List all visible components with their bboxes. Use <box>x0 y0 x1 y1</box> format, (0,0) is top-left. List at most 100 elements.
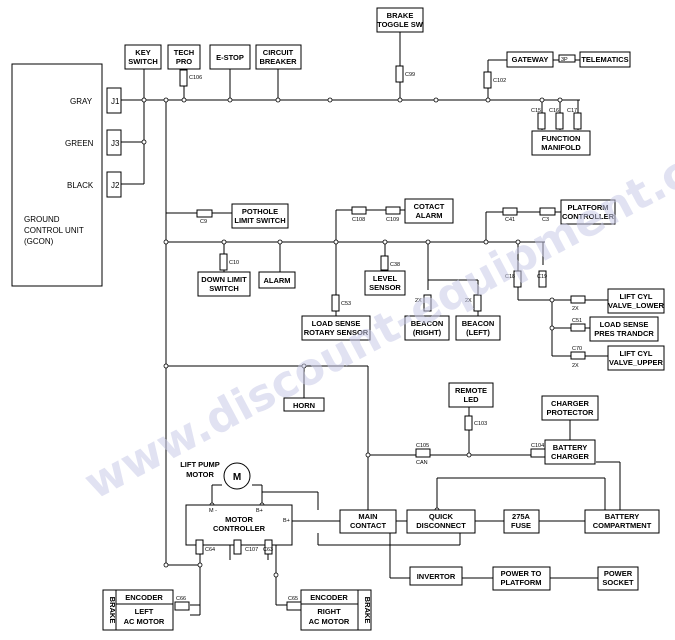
junction-dots <box>141 97 563 578</box>
right-ac-motor-label: RIGHT <box>317 607 341 616</box>
connector-label: C99 <box>405 72 415 78</box>
left-encoder-label: ENCODER <box>125 593 163 602</box>
connector-block <box>573 112 582 130</box>
load-sense-pres-box <box>589 316 659 342</box>
gcon-title-line: (GCON) <box>24 237 54 246</box>
beacon-right-label: (RIGHT) <box>413 328 442 337</box>
terminal-label: 2X <box>465 298 472 304</box>
remote-led-box <box>448 382 494 408</box>
platform-controller-label: PLATFORM <box>567 203 608 212</box>
connector-block <box>530 448 546 458</box>
terminal-label: 2X <box>415 298 422 304</box>
connector-block <box>286 601 302 611</box>
connector-j1 <box>106 87 122 114</box>
fuse-box <box>503 509 540 534</box>
connector-block <box>385 206 401 215</box>
beacon-left-label: (LEFT) <box>466 328 490 337</box>
remote-led-label: LED <box>464 395 480 404</box>
telematics-box <box>579 51 631 68</box>
gcon-unit: GRAY J1 GREEN J3 BLACK J2 GROUND CONTROL… <box>11 63 122 287</box>
power-to-platform-label: POWER TO <box>501 569 542 578</box>
lift-cyl-lower-box <box>607 288 665 314</box>
motor-symbol-label: M <box>233 472 241 483</box>
load-sense-rotary-label: ROTARY SENSOR <box>304 328 369 337</box>
circuit-breaker-label: BREAKER <box>259 57 297 66</box>
gcon-row-color: GRAY <box>70 97 93 106</box>
connector-label: C65 <box>288 596 298 602</box>
gcon-title-line: CONTROL UNIT <box>24 226 84 235</box>
connector-label: C70 <box>572 346 582 352</box>
connector-block <box>570 351 586 360</box>
down-limit-label: SWITCH <box>209 284 239 293</box>
invertor-label: INVERTOR <box>417 572 456 581</box>
battery-compartment-box <box>584 509 660 534</box>
lift-cyl-upper-label: LIFT CYL <box>620 349 653 358</box>
connector-block <box>195 539 204 555</box>
connector-label: C16 <box>549 108 559 114</box>
invertor-box <box>409 566 463 586</box>
connector-block <box>502 207 518 216</box>
lift-pump-motor-label: LIFT PUMP <box>180 460 220 469</box>
fuse-label: FUSE <box>511 521 531 530</box>
connector-block <box>395 65 404 83</box>
connector-block <box>351 206 367 215</box>
load-sense-pres-label: PRES TRANDCR <box>594 329 654 338</box>
right-ac-motor-label: AC MOTOR <box>309 617 350 626</box>
cotact-alarm-label: ALARM <box>415 211 442 220</box>
motor-controller-label: MOTOR <box>225 515 253 524</box>
tech-pro-label: TECH <box>174 48 194 57</box>
level-sensor-label: LEVEL <box>373 274 398 283</box>
charger-protector-label: PROTECTOR <box>547 408 595 417</box>
key-switch-box <box>124 44 162 70</box>
cotact-alarm-box <box>404 198 454 224</box>
function-manifold-label: FUNCTION <box>542 134 581 143</box>
terminal-label: 2X <box>572 363 579 369</box>
beacon-right-label: BEACON <box>411 319 444 328</box>
load-sense-rotary-label: LOAD SENSE <box>312 319 361 328</box>
power-to-platform-box <box>492 566 551 591</box>
connector-block <box>219 253 228 271</box>
terminal-label: 3P <box>561 57 568 63</box>
beacon-left-box <box>455 315 501 341</box>
connector-label: C103 <box>474 421 487 427</box>
gcon-row-connector: J2 <box>111 181 120 190</box>
connector-label: C15 <box>531 108 541 114</box>
platform-controller-box <box>560 199 616 225</box>
battery-charger-label: BATTERY <box>553 443 588 452</box>
connector-block <box>423 294 432 312</box>
motor-controller-label: CONTROLLER <box>213 524 266 533</box>
connector-label: C106 <box>189 75 202 81</box>
connector-block <box>539 207 556 216</box>
battery-charger-label: CHARGER <box>551 452 590 461</box>
connector-label: C51 <box>572 318 582 324</box>
connector-j2 <box>106 171 122 198</box>
alarm-label: ALARM <box>263 276 290 285</box>
fuse-label: 275A <box>512 512 531 521</box>
quick-disconnect-label: QUICK <box>429 512 454 521</box>
connector-block <box>473 294 482 312</box>
motor-symbol <box>223 462 251 490</box>
connector-labels: C106 C99 C102 C15 C16 C17 3P C9 C108 C10… <box>176 57 582 602</box>
connector-label: C109 <box>386 217 399 223</box>
left-ac-motor-box <box>115 603 174 631</box>
connector-j3 <box>106 129 122 156</box>
left-brake-label: BRAKE <box>108 597 117 624</box>
quick-disconnect-box <box>406 509 476 534</box>
connector-block <box>380 255 389 271</box>
circuit-breaker-label: CIRCUIT <box>263 48 294 57</box>
connector-block <box>331 294 340 312</box>
connector-label: CAN <box>416 460 428 466</box>
tech-pro-label: PRO <box>176 57 192 66</box>
telematics-label: TELEMATICS <box>581 55 628 64</box>
power-socket-box <box>597 566 639 591</box>
connector-block <box>555 112 564 130</box>
main-contact-label: CONTACT <box>350 521 387 530</box>
terminal-label: B+ <box>283 518 290 524</box>
connector-label: C104 <box>531 443 544 449</box>
battery-compartment-label: BATTERY <box>605 512 640 521</box>
connector-label: C105 <box>416 443 429 449</box>
main-contact-label: MAIN <box>358 512 377 521</box>
left-ac-motor-label: AC MOTOR <box>124 617 165 626</box>
lift-cyl-lower-label: LIFT CYL <box>620 292 653 301</box>
function-manifold-label: MANIFOLD <box>541 143 581 152</box>
